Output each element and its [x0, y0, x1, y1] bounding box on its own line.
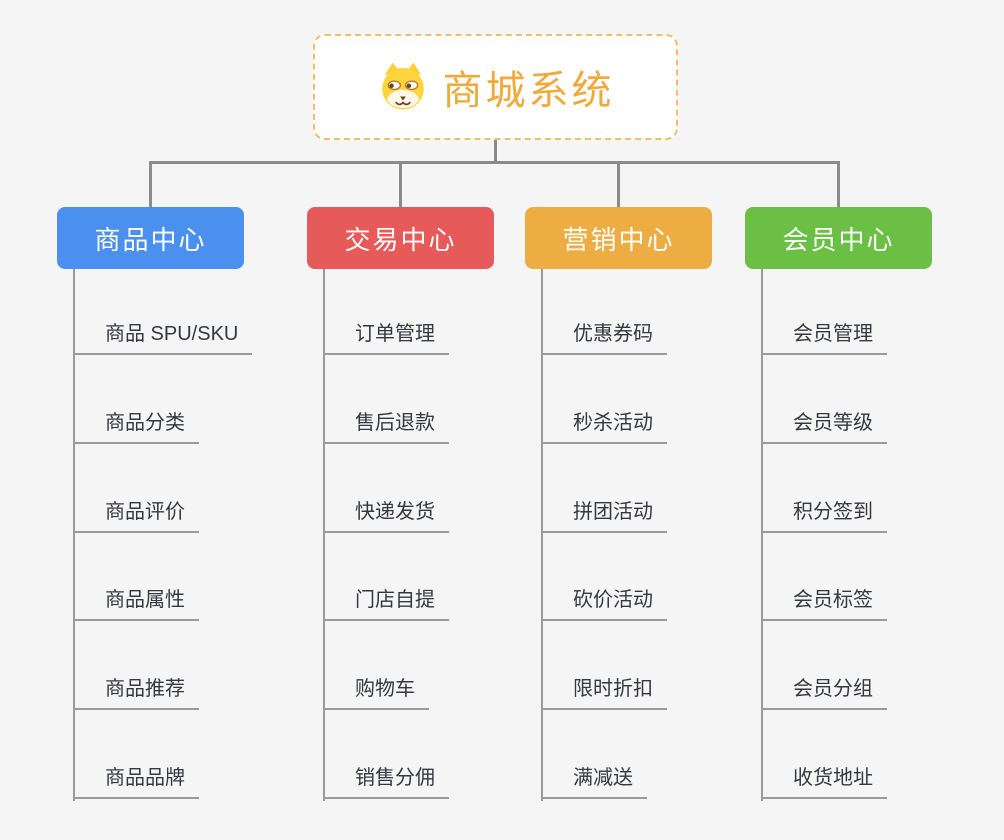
- child-topic[interactable]: 会员管理: [761, 311, 887, 355]
- connector-drop: [617, 161, 620, 207]
- child-topic-label: 售后退款: [355, 412, 435, 434]
- child-topic[interactable]: 优惠券码: [541, 311, 667, 355]
- child-topic[interactable]: 门店自提: [323, 577, 449, 621]
- branch-topic[interactable]: 营销中心: [525, 207, 712, 269]
- child-topic[interactable]: 商品分类: [73, 400, 199, 444]
- child-topic-label: 秒杀活动: [573, 412, 653, 434]
- child-topic[interactable]: 拼团活动: [541, 489, 667, 533]
- root-topic[interactable]: 商城系统: [313, 34, 678, 140]
- branch-column: 营销中心 优惠券码秒杀活动拼团活动砍价活动限时折扣满减送: [525, 207, 745, 827]
- child-topic[interactable]: 购物车: [323, 666, 429, 710]
- branch-trunk-line: [761, 269, 763, 801]
- shiba-dog-icon: [381, 62, 424, 110]
- child-topic[interactable]: 会员分组: [761, 666, 887, 710]
- child-topic-label: 门店自提: [355, 589, 435, 611]
- child-topic[interactable]: 砍价活动: [541, 577, 667, 621]
- child-topic-label: 商品分类: [105, 412, 185, 434]
- branch-trunk-line: [323, 269, 325, 801]
- connector-rail: [149, 161, 840, 164]
- root-topic-label: 商城系统: [442, 69, 615, 113]
- child-topic-label: 商品推荐: [105, 678, 185, 700]
- branch-trunk-line: [73, 269, 75, 801]
- connector-root-stub: [494, 140, 497, 163]
- child-topic-label: 会员等级: [793, 412, 873, 434]
- child-topic-label: 拼团活动: [573, 501, 653, 523]
- child-topic[interactable]: 商品评价: [73, 489, 199, 533]
- connector-drop: [399, 161, 402, 207]
- child-topic[interactable]: 积分签到: [761, 489, 887, 533]
- child-topic[interactable]: 售后退款: [323, 400, 449, 444]
- child-topic[interactable]: 销售分佣: [323, 755, 449, 799]
- child-topic[interactable]: 商品推荐: [73, 666, 199, 710]
- child-topic-label: 限时折扣: [573, 678, 653, 700]
- branch-topic[interactable]: 商品中心: [57, 207, 244, 269]
- branch-trunk-line: [541, 269, 543, 801]
- branch-topic[interactable]: 交易中心: [307, 207, 494, 269]
- branch-column: 会员中心 会员管理会员等级积分签到会员标签会员分组收货地址: [745, 207, 965, 827]
- child-topic-label: 积分签到: [793, 501, 873, 523]
- child-topic-label: 会员标签: [793, 589, 873, 611]
- child-topic-label: 优惠券码: [573, 323, 653, 345]
- child-topic[interactable]: 会员标签: [761, 577, 887, 621]
- child-topic[interactable]: 商品品牌: [73, 755, 199, 799]
- child-topic-label: 商品品牌: [105, 767, 185, 789]
- child-topic[interactable]: 会员等级: [761, 400, 887, 444]
- child-topic[interactable]: 快递发货: [323, 489, 449, 533]
- child-topic-label: 会员管理: [793, 323, 873, 345]
- child-topic[interactable]: 秒杀活动: [541, 400, 667, 444]
- child-topic[interactable]: 订单管理: [323, 311, 449, 355]
- branch-topic[interactable]: 会员中心: [745, 207, 932, 269]
- connector-drop: [149, 161, 152, 207]
- child-topic-label: 满减送: [573, 767, 633, 789]
- child-topic-label: 商品属性: [105, 589, 185, 611]
- child-topic[interactable]: 满减送: [541, 755, 647, 799]
- child-topic-label: 快递发货: [355, 501, 435, 523]
- child-topic[interactable]: 收货地址: [761, 755, 887, 799]
- branch-column: 交易中心 订单管理售后退款快递发货门店自提购物车销售分佣: [307, 207, 527, 827]
- child-topic-label: 商品评价: [105, 501, 185, 523]
- connector-drop: [837, 161, 840, 207]
- child-topic[interactable]: 限时折扣: [541, 666, 667, 710]
- child-topic[interactable]: 商品 SPU/SKU: [73, 311, 253, 355]
- branch-column: 商品中心 商品 SPU/SKU 商品分类商品评价商品属性商品推荐商品品牌: [57, 207, 277, 827]
- child-topic-label: 购物车: [355, 678, 415, 700]
- child-topic-label: 商品 SPU/SKU: [105, 323, 239, 345]
- child-topic-label: 会员分组: [793, 678, 873, 700]
- child-topic-label: 砍价活动: [573, 589, 653, 611]
- child-topic-label: 订单管理: [355, 323, 435, 345]
- child-topic-label: 收货地址: [793, 767, 873, 789]
- child-topic-label: 销售分佣: [355, 767, 435, 789]
- child-topic[interactable]: 商品属性: [73, 577, 199, 621]
